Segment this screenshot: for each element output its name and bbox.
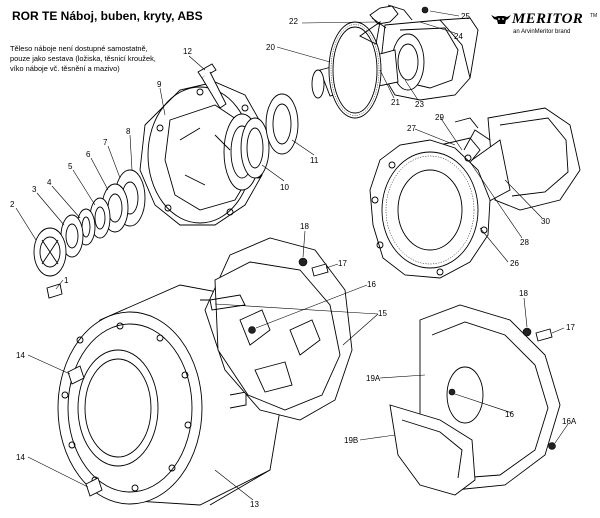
callout-23: 23 xyxy=(415,100,424,109)
dust-shield-drum xyxy=(204,237,353,421)
callout-3: 3 xyxy=(32,185,37,194)
callout-29: 29 xyxy=(435,113,444,122)
note-line-2: pouze jako sestava (ložiska, těsnicí kro… xyxy=(10,54,156,63)
callout-18-drum: 18 xyxy=(300,222,309,231)
callout-16-drum: 16 xyxy=(367,280,376,289)
callout-8: 8 xyxy=(126,127,131,136)
page-title: ROR TE Náboj, buben, kryty, ABS xyxy=(12,9,203,23)
callout-14-bottom: 14 xyxy=(16,453,25,462)
callout-1: 1 xyxy=(64,276,69,285)
callout-13: 13 xyxy=(250,500,259,509)
spindle-assembly-upper xyxy=(311,4,479,119)
callout-7: 7 xyxy=(103,138,108,147)
callout-5: 5 xyxy=(68,162,73,171)
callout-16-disc: 16 xyxy=(505,410,514,419)
hub-assembly xyxy=(33,63,299,299)
callout-10: 10 xyxy=(280,183,289,192)
callout-19A: 19A xyxy=(366,374,381,383)
logo-trademark: TM xyxy=(590,13,598,19)
bull-head-icon xyxy=(491,15,511,24)
note-line-3: víko náboje vč. těsnění a mazivo) xyxy=(10,64,120,73)
logo-tagline: an ArvinMeritor brand xyxy=(513,29,571,35)
callout-9: 9 xyxy=(157,80,162,89)
callout-4: 4 xyxy=(47,178,52,187)
dust-shield-disc xyxy=(389,304,561,496)
note-line-1: Těleso náboje není dostupné samostatně, xyxy=(10,44,148,53)
callout-6: 6 xyxy=(86,150,91,159)
callout-17-drum: 17 xyxy=(338,259,347,268)
callout-18-disc: 18 xyxy=(519,289,528,298)
callout-17-disc: 17 xyxy=(566,323,575,332)
callout-20: 20 xyxy=(266,43,275,52)
callout-16A: 16A xyxy=(562,417,577,426)
callout-30: 30 xyxy=(541,217,550,226)
callout-24: 24 xyxy=(454,32,463,41)
callout-27: 27 xyxy=(407,124,416,133)
brake-drum xyxy=(57,284,286,506)
logo-wordmark: MERITOR xyxy=(512,11,584,27)
callout-22: 22 xyxy=(289,17,298,26)
meritor-logo: MERITOR TM an ArvinMeritor brand xyxy=(490,11,598,41)
callout-labels: 1 2 3 4 5 6 7 8 9 10 11 12 13 14 14 15 1… xyxy=(10,12,577,509)
leader-lines xyxy=(15,10,569,501)
callout-14-top: 14 xyxy=(16,351,25,360)
callout-2: 2 xyxy=(10,200,15,209)
spindle-assembly-lower xyxy=(369,107,581,279)
callout-26: 26 xyxy=(510,259,519,268)
callout-21: 21 xyxy=(391,98,400,107)
callout-15: 15 xyxy=(378,309,387,318)
callout-28: 28 xyxy=(520,238,529,247)
callout-25: 25 xyxy=(461,12,470,21)
callout-19B: 19B xyxy=(344,436,358,445)
callout-11: 11 xyxy=(310,156,319,165)
hub-assembly-note: Těleso náboje není dostupné samostatně, … xyxy=(10,44,156,74)
callout-12: 12 xyxy=(183,47,192,56)
